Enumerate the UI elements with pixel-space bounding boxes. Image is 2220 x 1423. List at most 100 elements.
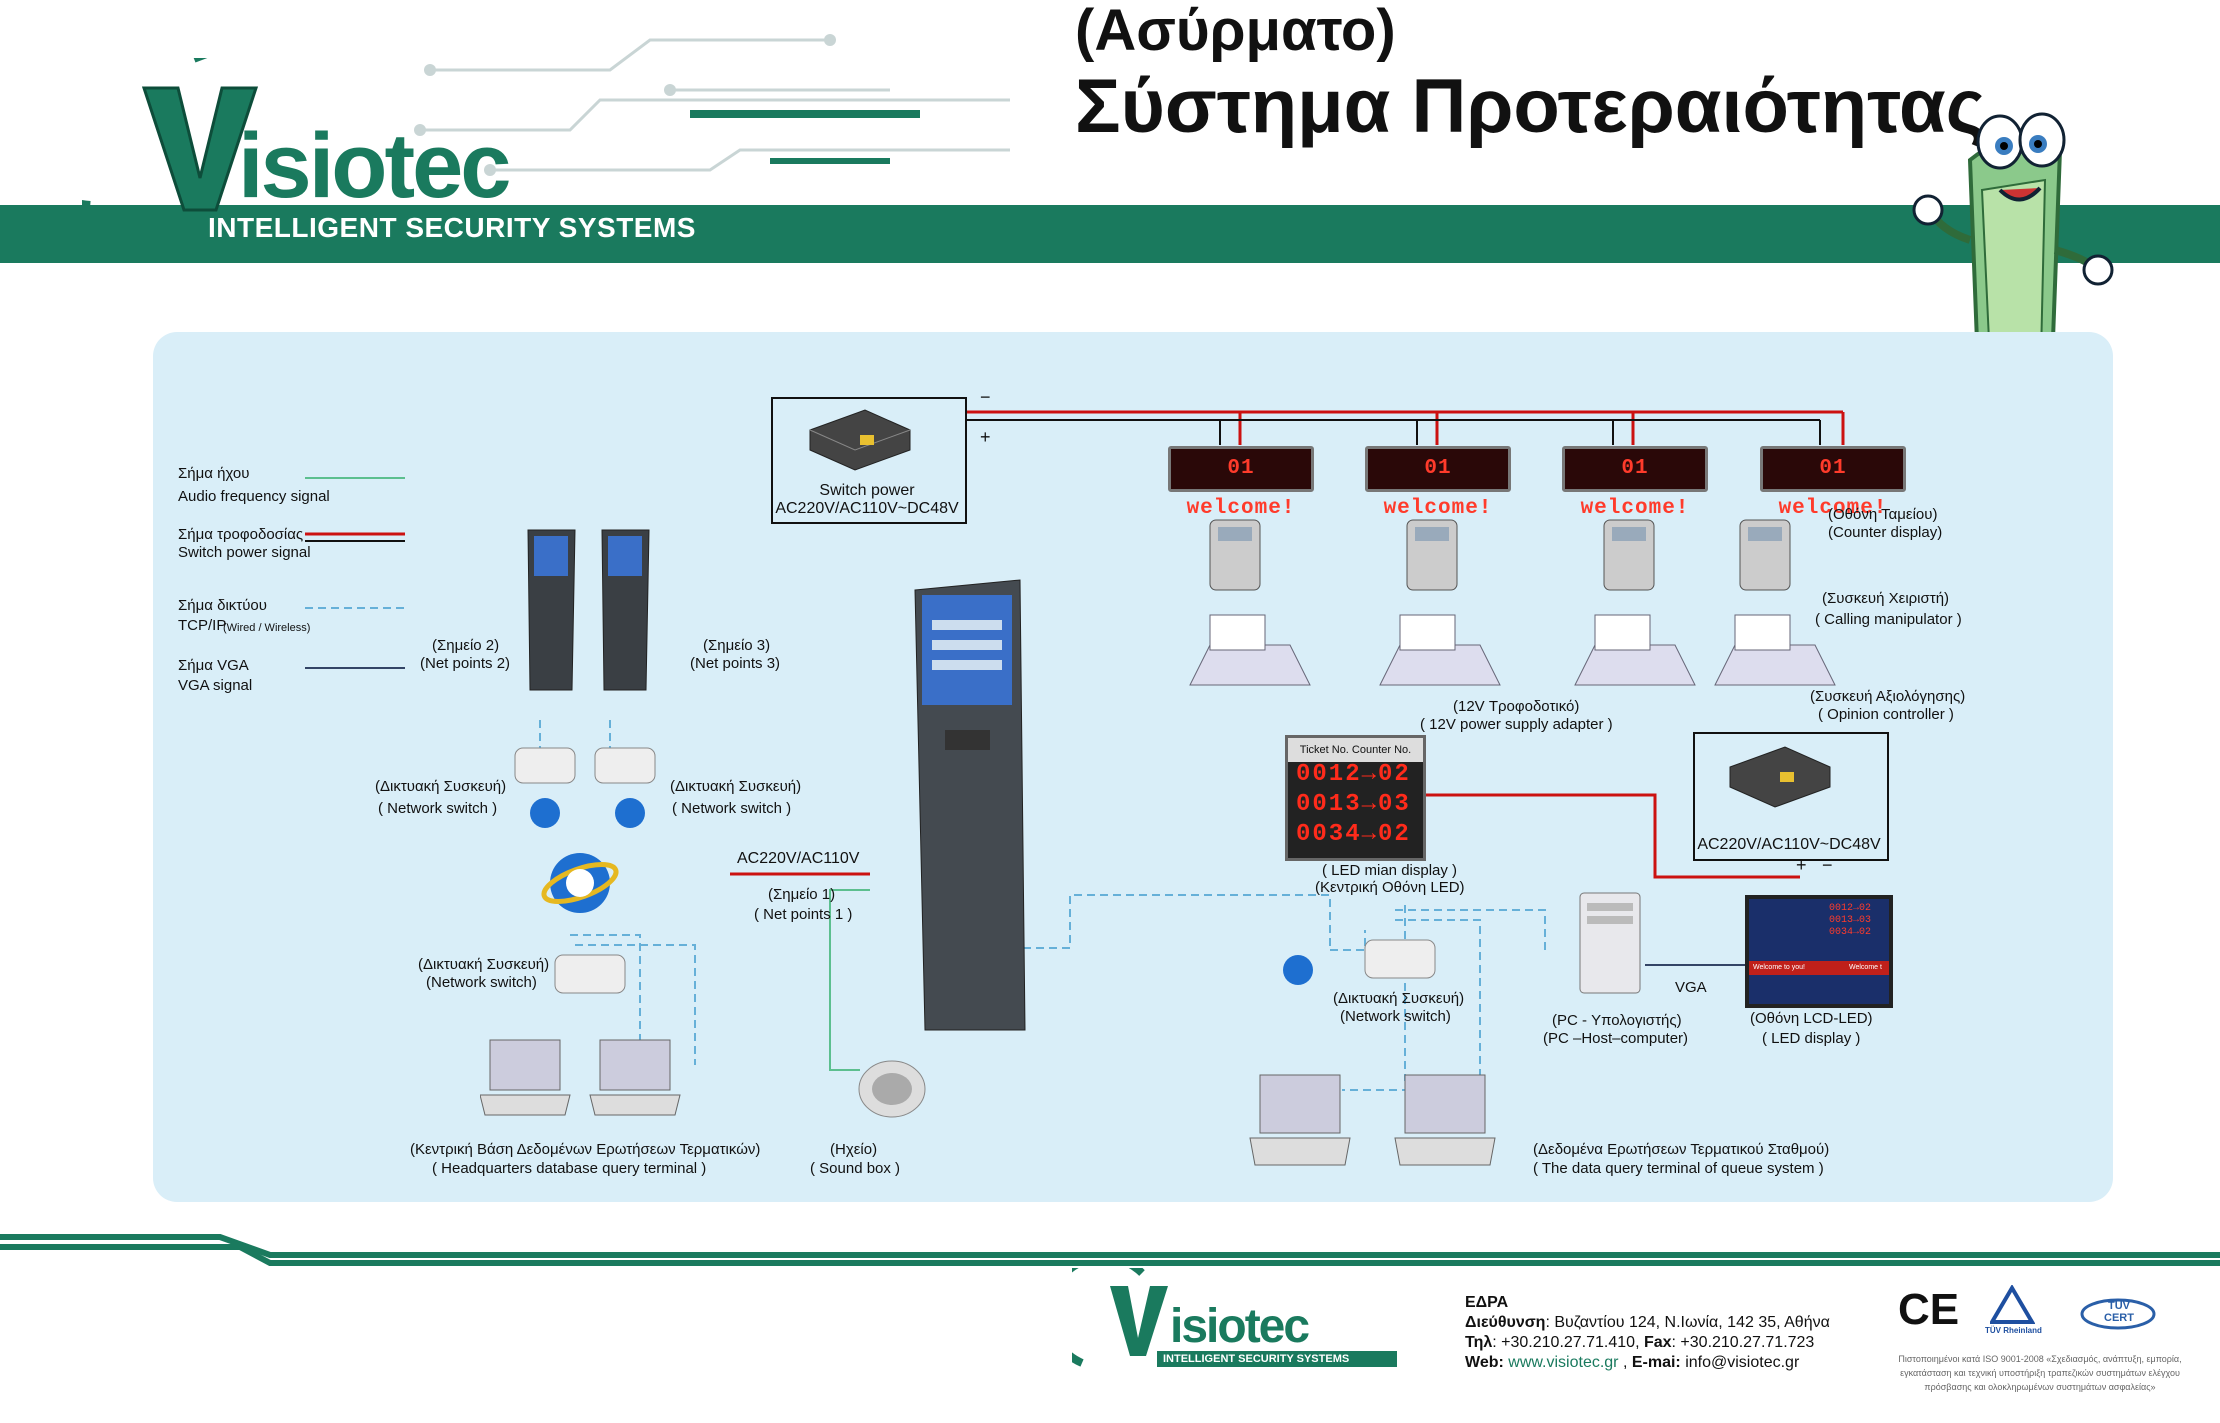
net-point3-gr: (Σημείο 3) — [703, 637, 771, 654]
power-supply-icon — [809, 409, 911, 471]
hq-label-en: ( Headquarters database query terminal ) — [432, 1160, 707, 1177]
pc-label-gr: (PC - Υπολογιστής) — [1552, 1012, 1682, 1029]
net-switch-hq-en: (Network switch) — [426, 974, 537, 991]
hq-network-switch-icon — [554, 954, 626, 994]
kiosk-icons — [527, 529, 650, 691]
net-switch-2-en: ( Network switch ) — [378, 800, 498, 817]
net-point1-gr: (Σημείο 1) — [768, 886, 836, 903]
switch-power-spec: AC220V/AC110V~DC48V — [775, 500, 959, 517]
net-switch-3-en: ( Network switch ) — [672, 800, 792, 817]
led-main-label-gr: (Κεντρική Οθόνη LED) — [1315, 879, 1465, 896]
queue-label-gr: (Δεδομένα Ερωτήσεων Τερματικού Σταθμού) — [1533, 1141, 1830, 1158]
footer-email-value[interactable]: info@visiotec.gr — [1680, 1354, 1800, 1371]
led-main-row-2: 0013→03 — [1296, 791, 1411, 818]
power-supply-2-icon — [1729, 746, 1831, 808]
hq-label-gr: (Κεντρική Βάση Δεδομένων Ερωτήσεων Τερμα… — [410, 1141, 761, 1158]
footer-address-value: : Βυζαντίου 124, Ν.Ιωνία, 142 35, Αθήνα — [1545, 1314, 1830, 1331]
power-lines-black — [963, 419, 1821, 445]
tuv-rheinland-icon — [1990, 1285, 2035, 1324]
footer-logo-wordmark: isiotec — [1170, 1300, 1310, 1353]
sound-box-label-gr: (Ηχείο) — [830, 1141, 878, 1158]
pc-tower-icon — [1579, 892, 1641, 994]
vga-label: VGA — [1675, 979, 1707, 996]
footer-fax-label: Fax — [1643, 1334, 1672, 1351]
net-switch-right-en: (Network switch) — [1340, 1008, 1451, 1025]
led-main-display: Ticket No. Counter No. 0012→02 0013→03 0… — [1285, 735, 1426, 861]
footer-email-sep: , — [1618, 1354, 1632, 1371]
net-point2-gr: (Σημείο 2) — [432, 637, 500, 654]
footer-visiotec-logo — [1072, 1268, 1397, 1367]
counter-display-label-gr: (Οθόνη Ταμείου) — [1828, 506, 1938, 523]
lcd-led-row-1: 0012→02 — [1829, 903, 1872, 914]
led-main-row-1: 0012→02 — [1296, 761, 1411, 788]
net-point1-en: ( Net points 1 ) — [754, 906, 853, 923]
footer-phone: Τηλ: +30.210.27.71.410, Fax: +30.210.27.… — [1465, 1334, 1814, 1352]
internet-explorer-icon — [541, 853, 619, 913]
footer-address: Διεύθυνση: Βυζαντίου 124, Ν.Ιωνία, 142 3… — [1465, 1314, 1830, 1332]
circuit-decoration — [414, 34, 1010, 176]
audio-lines — [829, 889, 870, 1071]
led-counter-display-4: 01 welcome! — [1760, 446, 1906, 520]
footer-fax-value: : +30.210.27.71.723 — [1671, 1334, 1815, 1351]
lcd-welcome-bar — [1749, 961, 1889, 975]
power-lines — [730, 410, 1845, 879]
sound-box-icon — [858, 1060, 926, 1118]
lcd-welcome-left: Welcome to you! — [1753, 964, 1806, 971]
minus-sign: − — [980, 387, 991, 407]
footer-tagline: INTELLIGENT SECURITY SYSTEMS — [1163, 1353, 1350, 1365]
legend-network-en: TCP/IP — [178, 617, 227, 634]
legend-audio-gr: Σήμα ήχου — [178, 465, 250, 482]
legend-network-gr: Σήμα δικτύου — [178, 597, 267, 614]
lcd-display: 0012→02 0013→03 0034→02 Welcome to you! … — [1745, 895, 1893, 1008]
logo-tagline: INTELLIGENT SECURITY SYSTEMS — [208, 212, 696, 243]
main-kiosk-icon — [914, 579, 1026, 1031]
net-switch-right-gr: (Δικτυακή Συσκευή) — [1333, 990, 1465, 1007]
footer-web-label: Web: — [1465, 1354, 1504, 1371]
counter-display-label-en: (Counter display) — [1828, 524, 1943, 541]
footer-address-label: Διεύθυνση — [1465, 1314, 1546, 1331]
hq-laptops-icon — [480, 1039, 681, 1116]
logo-wordmark: isiotec — [238, 115, 511, 217]
legend-vga-en: VGA signal — [178, 677, 253, 694]
footer-phone-value: : +30.210.27.71.410, — [1492, 1334, 1644, 1351]
visiotec-logo — [82, 58, 259, 215]
legend-network-en-small: (Wired / Wireless) — [223, 622, 311, 634]
opinion-label-gr: (Συσκευή Αξιολόγησης) — [1810, 688, 1966, 705]
led-main-header: Ticket No. Counter No. — [1288, 738, 1423, 762]
keypad-icon — [1209, 519, 1791, 591]
calling-label-en: ( Calling manipulator ) — [1815, 611, 1962, 628]
led-counter-display-3: 01 welcome! — [1562, 446, 1708, 520]
queue-laptops-icon — [1249, 1074, 1496, 1166]
calling-label-gr: (Συσκευή Χειριστή) — [1822, 590, 1950, 607]
queue-label-en: ( The data query terminal of queue syste… — [1533, 1160, 1824, 1177]
opinion-label-en: ( Opinion controller ) — [1818, 706, 1954, 723]
legend-power-en: Switch power signal — [178, 544, 311, 561]
net-switch-2-gr: (Δικτυακή Συσκευή) — [375, 778, 507, 795]
lcd-label-gr: (Οθόνη LCD-LED) — [1750, 1010, 1873, 1027]
footer-web: Web: www.visiotec.gr , E-mai: info@visio… — [1465, 1354, 1799, 1372]
lcd-welcome-right: Welcome t — [1849, 964, 1882, 971]
plus-sign: + — [980, 427, 991, 447]
legend-power-gr: Σήμα τροφοδοσίας — [178, 526, 304, 543]
footer-stripes — [0, 1234, 2220, 1266]
footer-seda: ΕΔΡΑ — [1465, 1294, 1509, 1311]
tuv-cert-icon — [2080, 1298, 2156, 1330]
led-counter-display-2: 01 welcome! — [1365, 446, 1511, 520]
switch-power-2-spec: AC220V/AC110V~DC48V — [1697, 836, 1881, 853]
net-point2-en: (Net points 2) — [420, 655, 511, 672]
calling-manipulator-icon — [1189, 614, 1836, 686]
ce-mark-icon: CE — [1898, 1285, 1960, 1334]
footer-web-link[interactable]: www.visiotec.gr — [1503, 1354, 1619, 1371]
led-main-label-en: ( LED mian display ) — [1322, 862, 1458, 879]
ac-input-label: AC220V/AC110V — [737, 850, 860, 867]
power12-label-en: ( 12V power supply adapter ) — [1420, 716, 1613, 733]
power12-label-gr: (12V Τροφοδοτικό) — [1453, 698, 1580, 715]
counter-devices — [1189, 519, 1836, 686]
lcd-label-en: ( LED display ) — [1762, 1030, 1861, 1047]
legend-audio-en: Audio frequency signal — [178, 488, 330, 505]
minus-sign-2: − — [1822, 855, 1833, 875]
switch-power-label: Switch power — [819, 482, 915, 499]
net-switch-3-gr: (Δικτυακή Συσκευή) — [670, 778, 802, 795]
legend-vga-gr: Σήμα VGA — [178, 657, 249, 674]
network-switch-icons — [514, 747, 656, 828]
